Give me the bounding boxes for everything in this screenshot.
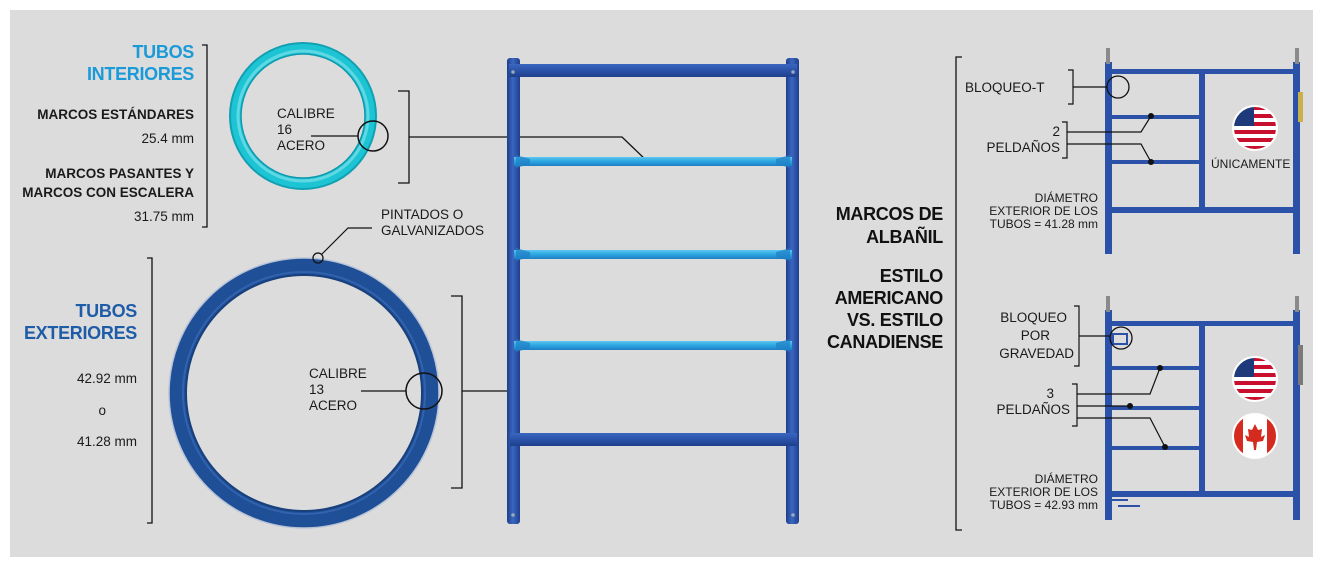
finish-label-1: PINTADOS O [381,207,464,222]
style-line-3: VS. ESTILO [846,310,943,330]
am-diameter-2: EXTERIOR DE LOS [989,204,1098,218]
walkthru-label-1: MARCOS PASANTES Y [45,166,194,181]
walkthru-label-2: MARCOS CON ESCALERA [22,185,194,200]
outer-or: o [98,403,106,418]
canada-flag-icon [1232,413,1278,459]
gravity-lock-1: BLOQUEO [1000,310,1067,325]
am-rungs-2: PELDAÑOS [986,140,1060,155]
canadian-frame [1105,296,1303,520]
outer-leader [451,295,512,489]
style-line-1: ESTILO [879,266,944,286]
mason-title-2: ALBAÑIL [866,227,943,247]
inner-gauge-2: 16 [277,122,293,137]
ca-rungs-2: PELDAÑOS [996,402,1070,417]
american-leaders [1062,69,1152,163]
ca-diameter-1: DIÁMETRO [1034,472,1098,486]
usa-flag-icon [1232,356,1278,402]
outer-gauge-3: ACERO [309,398,358,413]
outer-tube-ring [168,227,443,529]
ca-rungs-1: 3 [1046,386,1054,401]
inner-tubes-title-1: TUBOS [132,42,194,62]
inner-tubes-title-2: INTERIORES [86,64,194,84]
am-diameter-1: DIÁMETRO [1034,191,1098,205]
t-lock-label: BLOQUEO-T [965,80,1045,95]
only-label: ÚNICAMENTE [1211,157,1291,171]
standard-frames-value: 25.4 mm [141,131,194,146]
mason-title-1: MARCOS DE [835,204,944,224]
style-line-2: AMERICANO [834,288,944,308]
scaffold-rungs [514,155,792,352]
inner-tube-ring [229,42,389,190]
outer-gauge-2: 13 [309,382,325,397]
ca-diameter-3: TUBOS = 42.93 mm [989,498,1098,512]
canadian-leaders [1072,305,1166,448]
american-frame [1105,48,1303,254]
outer-gauge-1: CALIBRE [309,366,367,381]
outer-value-1: 42.92 mm [76,371,137,386]
am-diameter-3: TUBOS = 41.28 mm [989,217,1098,231]
inner-leader [398,90,649,184]
ca-diameter-2: EXTERIOR DE LOS [989,485,1098,499]
gravity-lock-3: GRAVEDAD [999,346,1074,361]
walkthru-value: 31.75 mm [133,209,194,224]
inner-gauge-3: ACERO [277,138,326,153]
finish-label-2: GALVANIZADOS [381,223,485,238]
standard-frames-label: MARCOS ESTÁNDARES [37,107,194,122]
gravity-lock-2: POR [1020,328,1050,343]
outer-value-2: 41.28 mm [76,434,137,449]
outer-tubes-title-1: TUBOS [75,301,137,321]
style-line-4: CANADIENSE [826,332,943,352]
usa-flag-icon [1232,105,1278,151]
inner-gauge-1: CALIBRE [277,106,335,121]
outer-tubes-title-2: EXTERIORES [23,323,137,343]
am-rungs-1: 2 [1052,124,1060,139]
scaffold-frame [507,58,799,524]
